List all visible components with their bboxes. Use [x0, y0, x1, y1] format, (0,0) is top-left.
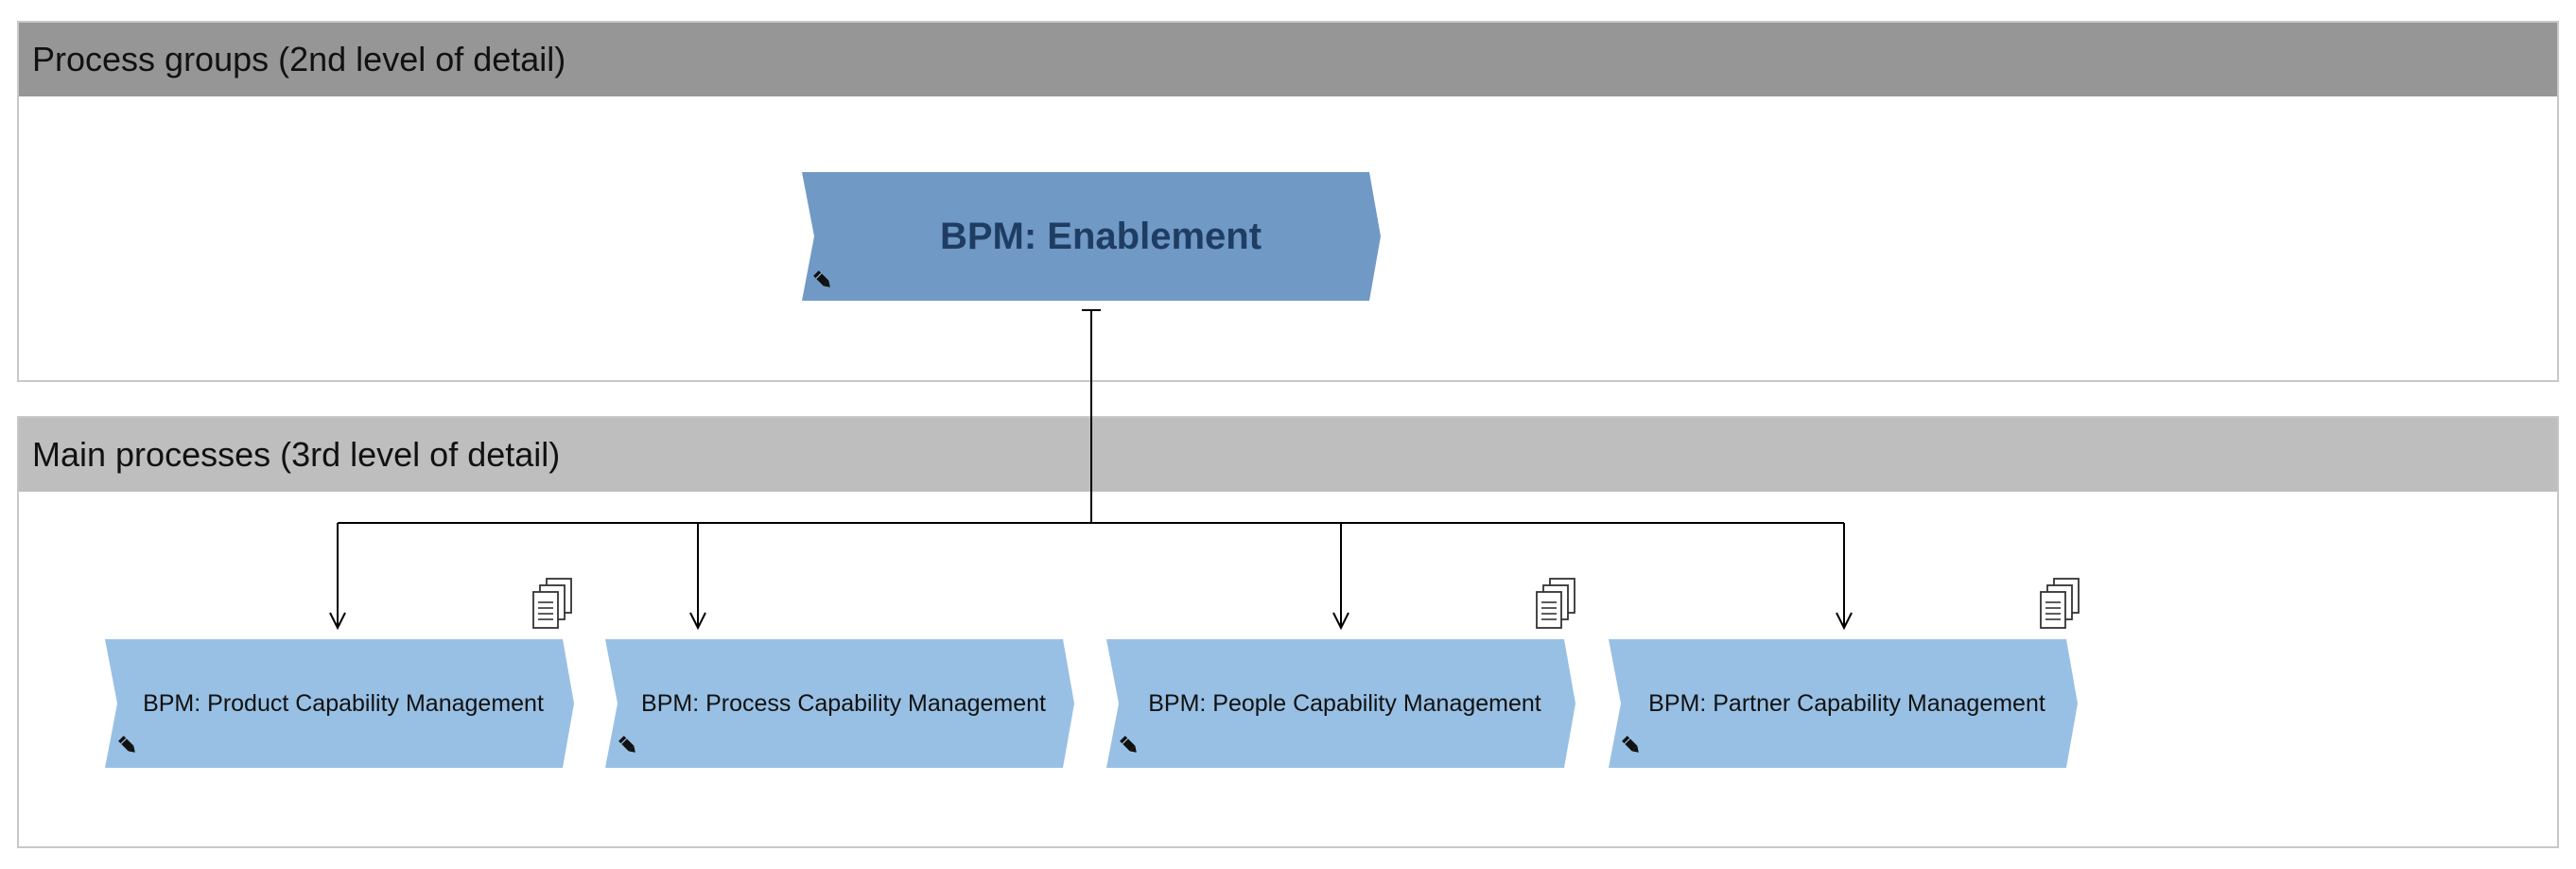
arrowhead	[689, 612, 706, 631]
document-stack-icon[interactable]	[2039, 577, 2080, 630]
chevron-label: BPM: People Capability Management	[1148, 689, 1541, 717]
lane-title: Process groups (2nd level of detail)	[19, 23, 2557, 96]
pencil-icon	[118, 736, 135, 753]
arrowhead	[1836, 612, 1853, 631]
arrowhead	[1332, 612, 1349, 631]
chevron-label: BPM: Process Capability Management	[641, 689, 1046, 717]
arrowhead	[329, 612, 346, 631]
lane-process-groups: Process groups (2nd level of detail)	[17, 21, 2559, 382]
lane-main-processes: Main processes (3rd level of detail)	[17, 416, 2559, 848]
chevron-label: BPM: Enablement	[939, 215, 1262, 257]
pencil-icon	[1622, 736, 1639, 753]
pencil-icon	[1120, 736, 1137, 753]
document-stack-icon[interactable]	[531, 577, 573, 630]
lane-title: Main processes (3rd level of detail)	[19, 418, 2557, 492]
chevron-label: BPM: Product Capability Management	[143, 689, 544, 717]
pencil-icon	[618, 736, 635, 753]
document-stack-icon[interactable]	[1535, 577, 1576, 630]
main-process-chevron[interactable]: BPM: Partner Capability Management	[1609, 639, 2078, 768]
chevron-label: BPM: Partner Capability Management	[1648, 689, 2045, 717]
process-group-chevron[interactable]: BPM: Enablement	[802, 172, 1381, 301]
pencil-icon	[813, 270, 830, 287]
main-process-chevron[interactable]: BPM: People Capability Management	[1106, 639, 1575, 768]
main-process-chevron[interactable]: BPM: Process Capability Management	[605, 639, 1074, 768]
main-process-chevron[interactable]: BPM: Product Capability Management	[105, 639, 574, 768]
